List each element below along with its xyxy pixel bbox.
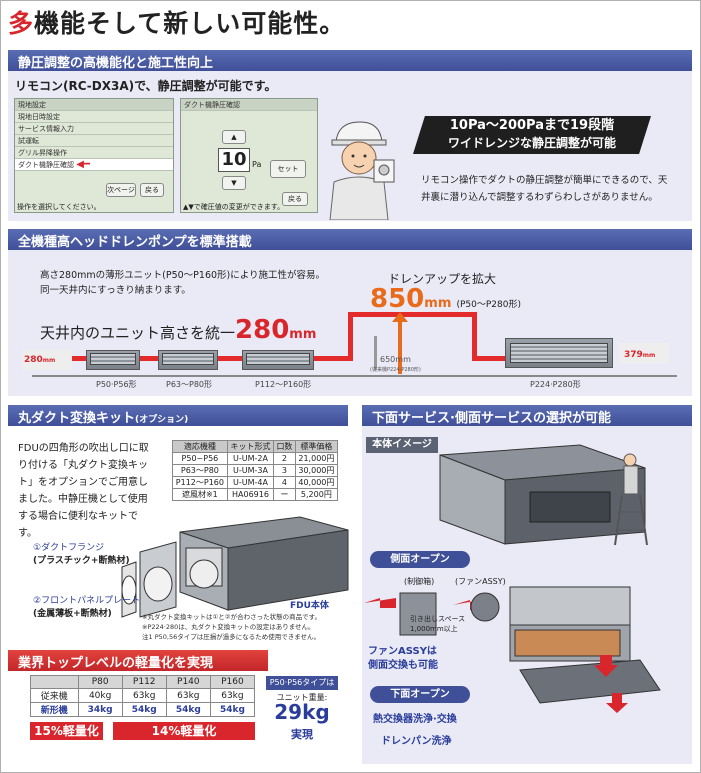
remote-intro: リモコン(RC-DX3A)で、静圧調整が可能です。 [15,79,277,93]
reduction-14-badge: 14%軽量化 [113,722,255,740]
unit-weight-label: ユニット重量: [276,693,328,702]
side-open-label: 側面オープン [370,551,470,568]
fdu-body-label: FDU本体 [290,601,329,611]
duct-kit-notes: ※丸ダクト変換キットは①と②が合わさった状態の商品です。 ※P224·280は、… [142,613,321,641]
duct-kit-description: FDUの四角形の吹出し口に取り付ける「丸ダクト変換キット」をオプションでご用意し… [18,443,149,539]
drain-up-label: ドレンアップを拡大 [388,272,497,286]
pressure-unit: Pa [252,160,262,169]
old-height-note: (従来機P224-P280形) [370,367,421,373]
height-280-label: 280mm [24,355,56,365]
section-header-duct-kit: 丸ダクト変換キット(オプション) [8,405,348,426]
drain-height: 850mm (P50～P280形) [370,284,521,314]
ceiling-line [32,375,677,377]
menu-item[interactable]: 現地日時設定 [15,111,173,123]
red-arrow-left-icon: ◀━ [76,159,90,170]
section-header-drain-pump: 全機種高ヘッドドレンポンプを標準搭載 [8,229,692,250]
duct-kit-illustration [121,516,349,618]
menu-heading: 現地設定 [15,99,173,111]
pressure-description: リモコン操作でダクトの静圧調整が簡単にできるので、天井裏に潜り込んで調整するわず… [421,175,668,203]
menu-item[interactable]: サービス情報入力 [15,123,173,135]
up-arrow-icon [392,312,408,322]
menu-item-selected[interactable]: ダクト機静圧確認 ◀━ [15,159,173,171]
down-button[interactable]: ▼ [222,176,246,190]
section-header-static-pressure: 静圧調整の高機能化と施工性向上 [8,50,692,71]
unit-label: P63～P80形 [166,380,213,389]
up-button[interactable]: ▲ [222,130,246,144]
drain-pan-wash-label: ドレンパン洗浄 [381,736,452,747]
duct-flange-label: ①ダクトフランジ(プラスチック+断熱材) [33,543,130,566]
control-box-label: (制御箱) [404,577,435,586]
thin-unit-description: 高さ280mmの薄形ユニット(P50～P160形)により施工性が容易。同一天井内… [40,270,326,296]
unit-weight-value: 29kg [274,700,330,724]
heat-exchanger-wash-label: 熱交換器洗浄·交換 [373,714,457,725]
section-header-service: 下面サービス·側面サービスの選択が可能 [362,405,692,426]
unit-label: P112～P160形 [255,380,312,389]
old-height-label: 650mm [380,355,411,364]
fan-assy-label: (ファンASSY) [455,577,506,586]
back-button[interactable]: 戻る [140,183,164,197]
remote-screen-menu: 現地設定 現地日時設定 サービス情報入力 試運転 グリル昇降操作 ダクト機静圧確… [14,98,174,213]
front-panel-label: ②フロントパネルプレート(金属薄板+断熱材) [33,596,141,619]
uniform-height-label: 天井内のユニット高さを統一280mm [40,315,317,345]
pressure-range-badge: 10Pa～200Paまで19段階 ワイドレンジな静圧調整が可能 [413,116,651,154]
worker-illustration [329,121,395,220]
drain-pipe [314,356,350,361]
unit-label: P224·P280形 [530,380,581,389]
menu-footer: 操作を選択してください。 [17,203,101,211]
fan-side-exchange-note: ファンASSYは側面交換も可能 [368,646,438,671]
reduction-15-badge: 15%軽量化 [30,722,103,740]
menu-item[interactable]: 試運転 [15,135,173,147]
set-button[interactable]: セット [270,160,306,178]
page-title: 多機能そして新しい可能性。 [8,9,346,38]
height-379-label: 379mm [624,350,656,360]
image-label: 本体イメージ [366,437,438,453]
next-page-button[interactable]: 次ページ [106,183,136,197]
ceiling-unit-illustration [439,444,648,546]
unit-label: P50·P56形 [96,380,137,389]
back-button[interactable]: 戻る [282,192,308,206]
menu-item[interactable]: グリル昇降操作 [15,147,173,159]
achieve-label: 実現 [291,728,313,741]
type-label: P50·P56タイプは [266,676,338,690]
bottom-open-label: 下面オープン [370,686,470,703]
pressure-footer: ▲▼で確圧値の変更ができます。 [183,203,285,211]
service-exploded-illustration [364,586,661,713]
pressure-heading: ダクト機静圧確認 [181,99,317,111]
section-header-lightweight: 業界トップレベルの軽量化を実現 [8,650,268,671]
pressure-value: 10 [218,148,250,172]
